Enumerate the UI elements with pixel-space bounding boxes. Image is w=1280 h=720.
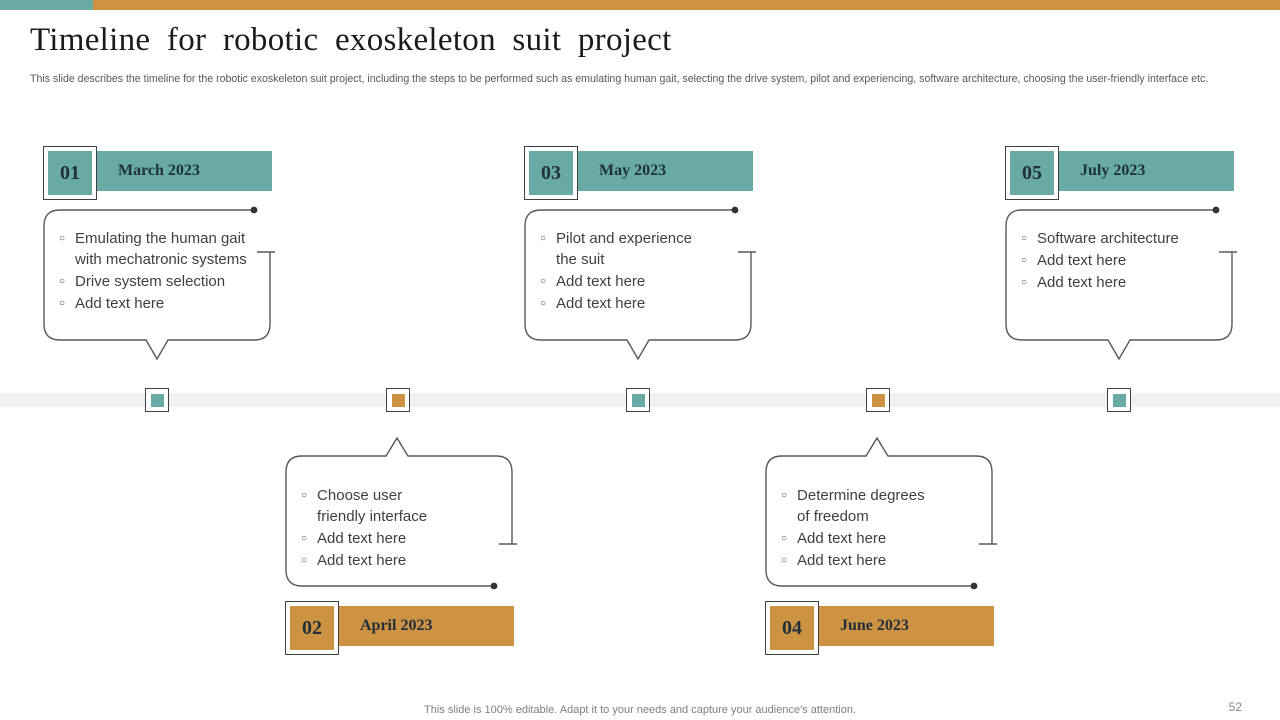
milestone-01-number: 01: [48, 151, 92, 195]
top-accent-bar-orange: [93, 0, 1280, 10]
list-item: ○Add text here: [1021, 274, 1127, 291]
list-item: ○Choose user friendly interface: [301, 487, 428, 525]
circle-bullet-icon: ○: [59, 298, 66, 309]
timeline-marker-01: [145, 388, 169, 412]
timeline-marker-05: [1107, 388, 1131, 412]
circle-bullet-icon: ○: [781, 490, 788, 501]
page-number: 52: [1228, 700, 1242, 714]
circle-bullet-icon: ○: [301, 555, 308, 566]
list-item: ○Add text here: [781, 552, 887, 569]
marker-square: [1112, 393, 1126, 407]
list-item: ○Add text here: [1021, 252, 1127, 269]
top-accent-bar-teal: [0, 0, 93, 10]
milestone-03-items: ○Pilot and experience the suit ○Add text…: [537, 228, 708, 315]
milestone-05-items: ○Software architecture ○Add text here ○A…: [1018, 228, 1199, 294]
callout-outline: [285, 437, 517, 590]
list-item: ○Add text here: [301, 530, 407, 547]
milestone-02-badge: 02 April 2023: [285, 601, 525, 657]
list-item: ○Drive system selection: [59, 273, 226, 290]
list-item: ○Emulating the human gait with mechatron…: [59, 230, 247, 268]
milestone-03-callout: ○Pilot and experience the suit ○Add text…: [524, 206, 764, 378]
milestone-05-callout: ○Software architecture ○Add text here ○A…: [1005, 206, 1245, 378]
circle-bullet-icon: ○: [540, 298, 547, 309]
circle-bullet-icon: ○: [1021, 233, 1028, 244]
milestone-02-callout: ○Choose user friendly interface ○Add tex…: [285, 437, 525, 609]
list-item: ○Add text here: [540, 295, 646, 312]
circle-bullet-icon: ○: [1021, 277, 1028, 288]
milestone-04-callout: ○Determine degrees of freedom ○Add text …: [765, 437, 1005, 609]
milestone-04-number: 04: [770, 606, 814, 650]
milestone-01-badge: 01 March 2023: [43, 146, 283, 202]
milestone-02-date: April 2023: [339, 606, 514, 646]
milestone-05-date: July 2023: [1059, 151, 1234, 191]
marker-square: [391, 393, 405, 407]
milestone-03-badge: 03 May 2023: [524, 146, 764, 202]
marker-square: [150, 393, 164, 407]
timeline-marker-04: [866, 388, 890, 412]
milestone-01-number-box: 01: [43, 146, 97, 200]
callout-outline: [1005, 206, 1237, 361]
circle-bullet-icon: ○: [540, 233, 547, 244]
callout-outline: [43, 206, 275, 361]
circle-bullet-icon: ○: [301, 490, 308, 501]
circle-bullet-icon: ○: [59, 276, 66, 287]
milestone-05-number-box: 05: [1005, 146, 1059, 200]
circle-bullet-icon: ○: [1021, 255, 1028, 266]
slide-description: This slide describes the timeline for th…: [30, 73, 1209, 85]
marker-square: [631, 393, 645, 407]
list-item: ○Add text here: [781, 530, 887, 547]
milestone-05-number: 05: [1010, 151, 1054, 195]
milestone-05-badge: 05 July 2023: [1005, 146, 1245, 202]
milestone-03-date: May 2023: [578, 151, 753, 191]
list-item: ○Pilot and experience the suit: [540, 230, 692, 268]
page-title: Timeline for robotic exoskeleton suit pr…: [30, 22, 672, 58]
milestone-04-number-box: 04: [765, 601, 819, 655]
list-item: ○Add text here: [540, 273, 646, 290]
marker-square: [871, 393, 885, 407]
milestone-01-items: ○Emulating the human gait with mechatron…: [56, 228, 257, 315]
circle-bullet-icon: ○: [59, 233, 66, 244]
milestone-03-number-box: 03: [524, 146, 578, 200]
timeline-marker-03: [626, 388, 650, 412]
milestone-04-badge: 04 June 2023: [765, 601, 1005, 657]
milestone-02-number-box: 02: [285, 601, 339, 655]
milestone-04-items: ○Determine degrees of freedom ○Add text …: [778, 485, 939, 572]
milestone-04-date: June 2023: [819, 606, 994, 646]
milestone-03-number: 03: [529, 151, 573, 195]
circle-bullet-icon: ○: [781, 555, 788, 566]
circle-bullet-icon: ○: [301, 533, 308, 544]
list-item: ○Add text here: [59, 295, 165, 312]
circle-bullet-icon: ○: [781, 533, 788, 544]
list-item: ○Determine degrees of freedom: [781, 487, 925, 525]
list-item: ○Add text here: [301, 552, 407, 569]
milestone-02-items: ○Choose user friendly interface ○Add tex…: [298, 485, 449, 572]
callout-outline: [765, 437, 997, 590]
callout-outline: [524, 206, 756, 361]
circle-bullet-icon: ○: [540, 276, 547, 287]
list-item: ○Software architecture: [1021, 230, 1179, 247]
milestone-02-number: 02: [290, 606, 334, 650]
timeline-marker-02: [386, 388, 410, 412]
milestone-01-date: March 2023: [97, 151, 272, 191]
milestone-01-callout: ○Emulating the human gait with mechatron…: [43, 206, 283, 378]
footer-note: This slide is 100% editable. Adapt it to…: [424, 704, 856, 716]
